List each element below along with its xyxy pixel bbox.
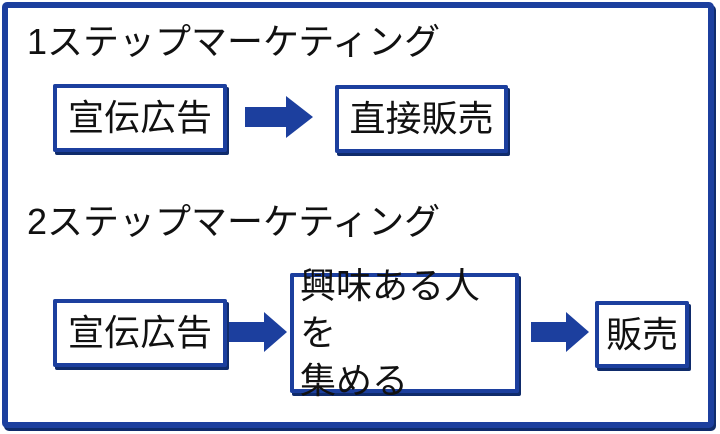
right-arrow-icon [229,312,287,352]
box-gather-interested-people: 興味ある人を 集める [290,265,519,401]
one-step-title: 1ステップマーケティング [27,21,441,62]
right-arrow-icon [245,96,313,138]
box-sales: 販売 [595,301,689,368]
two-step-title: 2ステップマーケティング [27,201,441,242]
box-advertising-1: 宣伝広告 [53,84,227,152]
right-arrow-icon [531,312,589,352]
box-advertising-2: 宣伝広告 [53,299,227,367]
box-direct-sales: 直接販売 [335,85,508,153]
